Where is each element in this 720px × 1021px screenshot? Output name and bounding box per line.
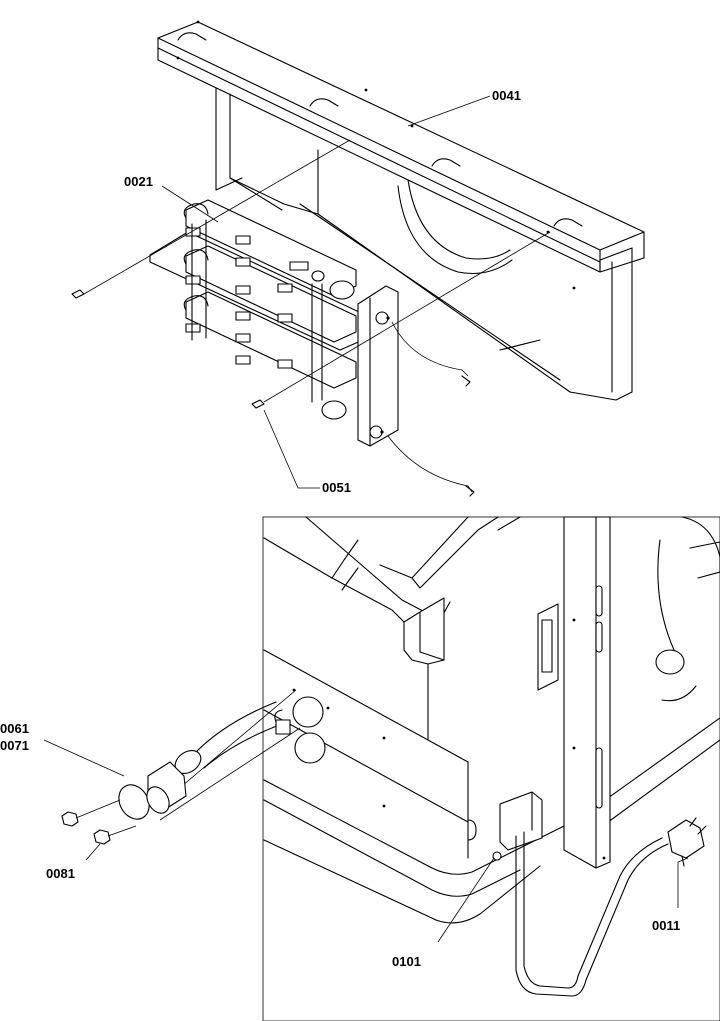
upper-screws bbox=[71, 139, 551, 409]
lamp-assembly bbox=[118, 689, 301, 821]
chassis-base bbox=[263, 516, 720, 924]
callout-0041: 0041 bbox=[492, 88, 521, 103]
callout-0101: 0101 bbox=[392, 954, 421, 969]
heater-element-assembly bbox=[149, 199, 475, 497]
lower-screws bbox=[61, 799, 137, 845]
top-cover-panel bbox=[157, 20, 645, 401]
callout-0071: 0071 bbox=[0, 738, 29, 753]
callout-0051: 0051 bbox=[322, 480, 351, 495]
callout-0021: 0021 bbox=[124, 174, 153, 189]
callout-0011: 0011 bbox=[652, 918, 680, 933]
callout-labels: 0041 0021 0051 0061 0071 0081 0101 0011 bbox=[0, 88, 680, 969]
power-cord bbox=[515, 817, 707, 997]
lower-frame-box bbox=[262, 516, 720, 1021]
leader-lines bbox=[43, 95, 689, 943]
callout-0081: 0081 bbox=[46, 866, 75, 881]
callout-0061: 0061 bbox=[0, 721, 29, 736]
